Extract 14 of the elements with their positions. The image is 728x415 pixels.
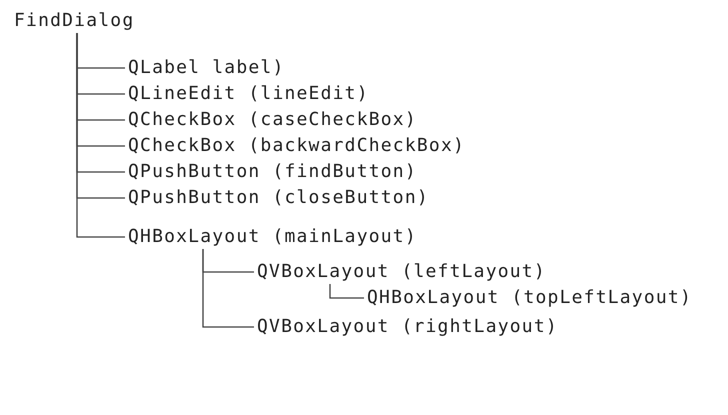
tree-item-label: QHBoxLayout (mainLayout) bbox=[128, 227, 417, 247]
tree-connector bbox=[76, 33, 125, 238]
tree-item-label: QVBoxLayout (rightLayout) bbox=[257, 317, 558, 337]
tree-item-label: FindDialog bbox=[14, 11, 134, 31]
tree-connector bbox=[202, 249, 254, 328]
tree-item-label: QLineEdit (lineEdit) bbox=[128, 84, 369, 104]
tree-connector bbox=[329, 284, 364, 299]
tree-item-label: QVBoxLayout (leftLayout) bbox=[257, 262, 546, 282]
tree-item-label: QCheckBox (caseCheckBox) bbox=[128, 110, 417, 130]
tree-item-label: QPushButton (closeButton) bbox=[128, 188, 429, 208]
tree-item-label: QHBoxLayout (topLeftLayout) bbox=[367, 288, 692, 308]
tree-item-label: QPushButton (findButton) bbox=[128, 162, 417, 182]
tree-item-label: QCheckBox (backwardCheckBox) bbox=[128, 136, 466, 156]
tree-item-label: QLabel label) bbox=[128, 58, 284, 78]
